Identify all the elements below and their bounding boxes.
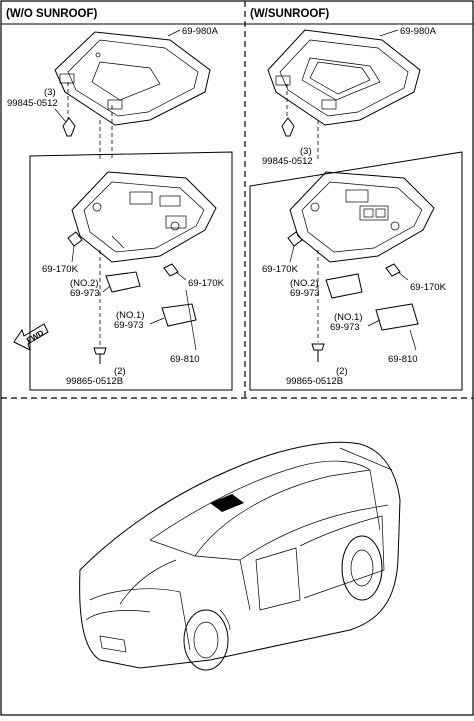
left-lens1-part: 69-973 — [114, 320, 144, 331]
right-screw-qty: (2) — [336, 366, 348, 377]
right-panel-heading: (W/SUNROOF) — [250, 8, 329, 20]
right-headliner-part: 69-980A — [400, 26, 437, 37]
left-lamp-housing — [71, 171, 217, 263]
right-bulb-left-icon — [287, 231, 303, 263]
right-clip-qty: (3) — [300, 146, 312, 157]
left-clip-qty: (3) — [44, 87, 56, 98]
left-bulb-right-part: 69-170K — [188, 278, 225, 289]
left-lamp-assy-part: 69-810 — [170, 354, 200, 365]
right-lens1-icon — [375, 303, 419, 331]
right-panel: (W/SUNROOF) 69-980A (3) 99845-0512 — [249, 8, 463, 391]
left-lens2-icon — [105, 271, 141, 293]
right-bulb-right-icon — [385, 263, 409, 281]
right-clip-icon — [281, 117, 295, 137]
fwd-label: FWD — [25, 328, 45, 345]
left-inset-frame — [29, 151, 233, 391]
left-bulb-left-part: 69-170K — [42, 264, 79, 275]
left-bulb-left-icon — [67, 231, 83, 263]
right-lamp-assy-part: 69-810 — [388, 354, 418, 365]
left-lens1-icon — [161, 303, 197, 327]
right-screw-part: 99865-0512B — [286, 376, 343, 387]
overhead-lamp-highlight — [210, 494, 244, 512]
right-lens2-note: (NO.2) — [290, 278, 319, 289]
left-headliner-part: 69-980A — [182, 26, 219, 37]
right-clip-part: 99845-0512 — [262, 156, 313, 167]
left-clip-icon — [54, 108, 76, 137]
right-headliner-frame — [267, 29, 421, 126]
right-inset-frame — [249, 151, 463, 391]
left-panel-heading: (W/O SUNROOF) — [6, 8, 98, 20]
left-lens2-part: 69-973 — [70, 288, 100, 299]
left-screw-part: 99865-0512B — [66, 376, 123, 387]
right-lamp-housing — [289, 171, 435, 263]
right-lens2-icon — [325, 273, 363, 299]
right-bulb-left-part: 69-170K — [262, 264, 299, 275]
fwd-arrow-icon — [13, 323, 49, 351]
left-clip-part: 99845-0512 — [7, 98, 58, 109]
right-lens2-part: 69-973 — [290, 288, 320, 299]
left-lens1-note: (NO.1) — [116, 310, 145, 321]
right-lens1-part: 69-973 — [330, 322, 360, 333]
left-panel: (W/O SUNROOF) 69-980A (3) 99845-0512 — [6, 8, 233, 391]
left-bulb-right-icon — [163, 263, 187, 281]
right-bulb-right-part: 69-170K — [410, 282, 447, 293]
right-screw-icon — [311, 343, 325, 362]
left-screw-qty: (2) — [114, 366, 126, 377]
vehicle-illustration — [79, 441, 401, 671]
left-lens2-note: (NO.2) — [70, 278, 99, 289]
left-headliner-frame — [54, 29, 211, 126]
right-lens1-note: (NO.1) — [334, 312, 363, 323]
left-screw-icon — [93, 347, 107, 364]
